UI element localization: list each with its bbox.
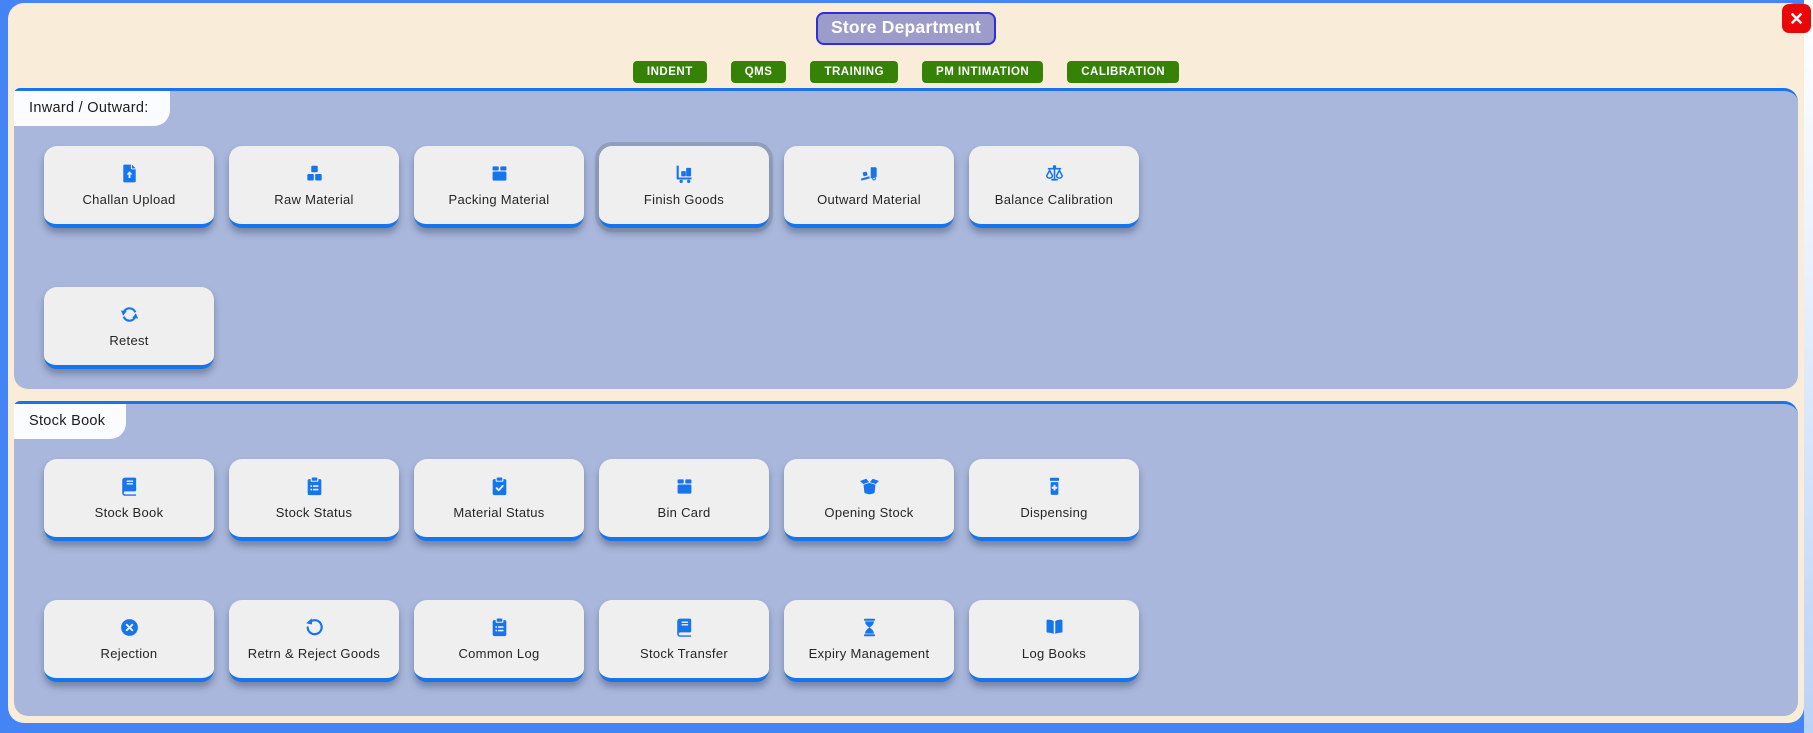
close-button[interactable]: ✕ bbox=[1782, 4, 1811, 33]
card-label: Bin Card bbox=[657, 505, 711, 520]
card-label: Common Log bbox=[458, 646, 540, 661]
card-label: Challan Upload bbox=[82, 192, 176, 207]
card-label: Outward Material bbox=[817, 192, 921, 207]
balance-scale-icon bbox=[1044, 163, 1065, 184]
nav-button-indent[interactable]: INDENT bbox=[632, 61, 707, 83]
section-label-tab: Stock Book bbox=[14, 404, 127, 439]
section-inward-outward: Inward / Outward: Challan Upload Raw Mater… bbox=[14, 88, 1798, 389]
book-open-icon bbox=[1044, 617, 1065, 638]
card-stock-status[interactable]: Stock Status bbox=[229, 459, 399, 541]
card-label: Expiry Management bbox=[808, 646, 930, 661]
cards-row: Retest bbox=[14, 287, 1798, 369]
cart-boxes-icon bbox=[674, 163, 695, 184]
hourglass-icon bbox=[859, 617, 880, 638]
close-icon: ✕ bbox=[1788, 8, 1805, 29]
card-challan-upload[interactable]: Challan Upload bbox=[44, 146, 214, 228]
pill-bottle-icon bbox=[1044, 476, 1065, 497]
card-dispensing[interactable]: Dispensing bbox=[969, 459, 1139, 541]
card-stock-transfer[interactable]: Stock Transfer bbox=[599, 600, 769, 682]
card-expiry-management[interactable]: Expiry Management bbox=[784, 600, 954, 682]
book-icon bbox=[674, 617, 695, 638]
card-retest[interactable]: Retest bbox=[44, 287, 214, 369]
page-title: Store Department bbox=[815, 12, 997, 45]
clipboard-list-icon bbox=[489, 617, 510, 638]
truck-ramp-icon bbox=[859, 163, 880, 184]
scrollbar-track[interactable] bbox=[1804, 0, 1813, 733]
card-log-books[interactable]: Log Books bbox=[969, 600, 1139, 682]
card-common-log[interactable]: Common Log bbox=[414, 600, 584, 682]
box-open-icon bbox=[859, 476, 880, 497]
rotate-left-icon bbox=[304, 617, 325, 638]
file-upload-icon bbox=[119, 163, 140, 184]
card-balance-calibration[interactable]: Balance Calibration bbox=[969, 146, 1139, 228]
card-label: Balance Calibration bbox=[994, 192, 1114, 207]
card-label: Retest bbox=[109, 333, 149, 348]
card-label: Stock Book bbox=[94, 505, 164, 520]
card-stock-book[interactable]: Stock Book bbox=[44, 459, 214, 541]
card-opening-stock[interactable]: Opening Stock bbox=[784, 459, 954, 541]
card-label: Material Status bbox=[453, 505, 545, 520]
box-icon bbox=[489, 163, 510, 184]
card-retrn-reject-goods[interactable]: Retrn & Reject Goods bbox=[229, 600, 399, 682]
main-panel: Store Department INDENT QMS TRAINING PM INT… bbox=[8, 3, 1804, 723]
clipboard-list-icon bbox=[304, 476, 325, 497]
box-icon bbox=[674, 476, 695, 497]
card-label: Log Books bbox=[1021, 646, 1087, 661]
clipboard-check-icon bbox=[489, 476, 510, 497]
nav-button-pm-intimation[interactable]: PM INTIMATION bbox=[922, 61, 1044, 83]
cards-row: Challan Upload Raw Material Packing Materi… bbox=[14, 91, 1798, 228]
section-label-tab: Inward / Outward: bbox=[14, 91, 170, 126]
circle-x-icon bbox=[119, 617, 140, 638]
card-raw-material[interactable]: Raw Material bbox=[229, 146, 399, 228]
card-outward-material[interactable]: Outward Material bbox=[784, 146, 954, 228]
card-packing-material[interactable]: Packing Material bbox=[414, 146, 584, 228]
nav-button-calibration[interactable]: CALIBRATION bbox=[1067, 61, 1180, 83]
card-label: Stock Status bbox=[275, 505, 353, 520]
card-label: Dispensing bbox=[1020, 505, 1088, 520]
card-rejection[interactable]: Rejection bbox=[44, 600, 214, 682]
book-icon bbox=[119, 476, 140, 497]
card-label: Finish Goods bbox=[643, 192, 725, 207]
card-bin-card[interactable]: Bin Card bbox=[599, 459, 769, 541]
card-label: Stock Transfer bbox=[639, 646, 728, 661]
rotate-icon bbox=[119, 304, 140, 325]
cards-row: Rejection Retrn & Reject Goods Common Log S… bbox=[14, 600, 1798, 682]
nav-button-training[interactable]: TRAINING bbox=[810, 61, 899, 83]
card-label: Opening Stock bbox=[824, 505, 914, 520]
card-label: Packing Material bbox=[448, 192, 550, 207]
card-finish-goods[interactable]: Finish Goods bbox=[599, 146, 769, 228]
card-material-status[interactable]: Material Status bbox=[414, 459, 584, 541]
cubes-icon bbox=[304, 163, 325, 184]
card-label: Raw Material bbox=[274, 192, 354, 207]
nav-buttons: INDENT QMS TRAINING PM INTIMATION CALIBRATIO… bbox=[8, 61, 1804, 83]
card-label: Rejection bbox=[100, 646, 158, 661]
nav-button-qms[interactable]: QMS bbox=[730, 61, 787, 83]
sections: Inward / Outward: Challan Upload Raw Mater… bbox=[14, 88, 1798, 716]
card-label: Retrn & Reject Goods bbox=[247, 646, 381, 661]
